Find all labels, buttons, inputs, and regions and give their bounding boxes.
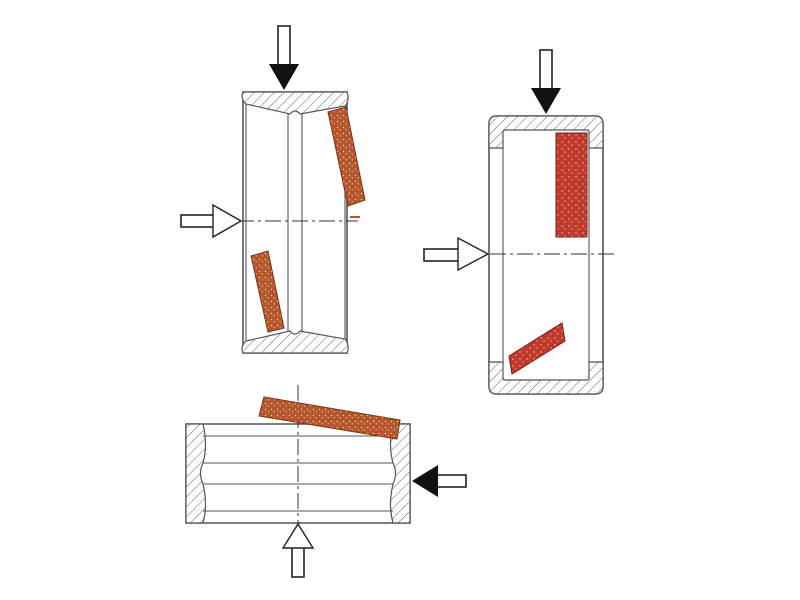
- right-side-arrow: [423, 236, 490, 272]
- right-tool-lower: [508, 322, 566, 375]
- right-top-arrow: [531, 49, 561, 114]
- left-view: [180, 25, 366, 354]
- bottom-view: [185, 385, 467, 578]
- right-ring-top-section: [488, 115, 604, 149]
- left-tool-lower: [250, 250, 285, 333]
- bottom-ring-left-section: [185, 423, 207, 524]
- left-ring-bottom-section: [241, 330, 349, 354]
- right-view: [423, 49, 618, 395]
- left-side-arrow: [180, 203, 243, 239]
- bottom-up-arrow: [281, 522, 315, 578]
- right-tool-upper: [555, 132, 588, 238]
- left-ring-top-section: [241, 91, 349, 115]
- left-top-arrow: [269, 25, 299, 90]
- left-tool-upper: [327, 106, 366, 207]
- right-ring-bottom-section: [488, 361, 604, 395]
- bottom-side-arrow: [412, 465, 467, 497]
- bottom-tool: [258, 396, 401, 440]
- left-ring-body: [242, 91, 348, 354]
